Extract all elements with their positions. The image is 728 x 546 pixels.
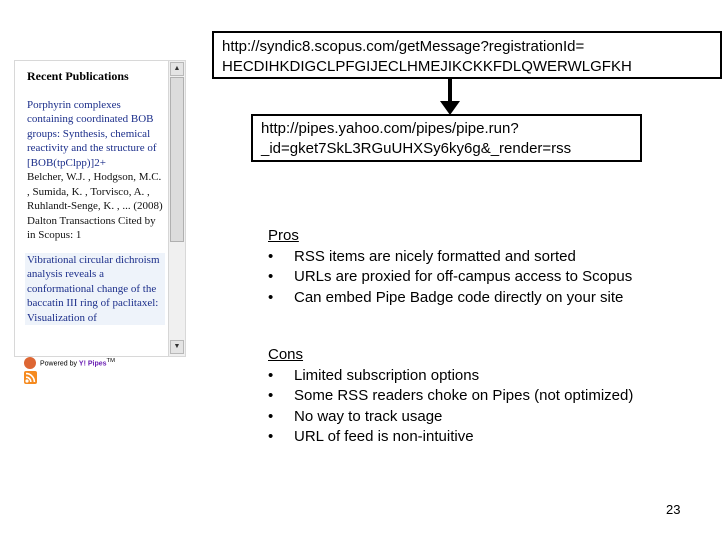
down-arrow-icon — [440, 79, 460, 115]
list-item: • Can embed Pipe Badge code directly on y… — [268, 288, 674, 309]
cons-item-text: Some RSS readers choke on Pipes (not opt… — [294, 387, 634, 404]
scroll-down-button[interactable]: ▼ — [170, 340, 184, 354]
pros-item-text: URLs are proxied for off-campus access t… — [294, 268, 633, 285]
list-item[interactable]: Vibrational circular dichroism analysis … — [25, 252, 165, 325]
scroll-up-button[interactable]: ▲ — [170, 62, 184, 76]
list-item: • URLs are proxied for off-campus access … — [268, 267, 674, 288]
bullet-icon: • — [268, 288, 274, 306]
list-item: • Limited subscription options — [268, 366, 633, 387]
pipes-logo-icon — [24, 357, 36, 369]
pros-item-text: Can embed Pipe Badge code directly on yo… — [294, 288, 624, 306]
badge-powered-by: Powered by — [40, 360, 77, 368]
url-line: http://syndic8.scopus.com/getMessage?reg… — [222, 38, 585, 55]
scopus-feed-url-box: http://syndic8.scopus.com/getMessage?reg… — [212, 31, 722, 79]
list-item[interactable]: Porphyrin complexes containing coordinat… — [27, 98, 165, 243]
badge-brand: Y! Pipes — [78, 360, 107, 368]
widget-content: Recent Publications Porphyrin complexes … — [15, 61, 165, 356]
list-item: • Some RSS readers choke on Pipes (not op… — [268, 386, 633, 407]
url-line: HECDIHKDIGCLPFGIJECLHMEJIKCKKFDLQWERWLGF… — [222, 58, 632, 75]
pipes-feed-url-box: http://pipes.yahoo.com/pipes/pipe.run? _… — [251, 114, 642, 162]
recent-publications-widget: Recent Publications Porphyrin complexes … — [14, 60, 186, 357]
cons-item-text: No way to track usage — [294, 407, 443, 425]
list-item: • No way to track usage — [268, 407, 633, 428]
bullet-icon: • — [268, 247, 274, 265]
widget-scrollbar[interactable]: ▲ ▼ — [168, 61, 185, 356]
publication-meta: Belcher, W.J. , Hodgson, M.C. , Sumida, … — [27, 171, 163, 241]
list-item: • URL of feed is non-intuitive — [268, 427, 633, 448]
pros-title: Pros — [268, 227, 299, 244]
pros-item-text: RSS items are nicely formatted and sorte… — [294, 247, 576, 265]
cons-item-text: URL of feed is non-intuitive — [294, 428, 474, 445]
bullet-icon: • — [268, 268, 274, 285]
cons-item-text: Limited subscription options — [294, 366, 480, 384]
badge-text: Powered by Y! PipesTM — [40, 358, 115, 367]
list-item: • RSS items are nicely formatted and sort… — [268, 247, 674, 268]
pros-section: Pros • RSS items are nicely formatted and… — [268, 226, 674, 308]
bullet-icon: • — [268, 387, 274, 404]
widget-heading: Recent Publications — [27, 69, 129, 83]
publication-title-link[interactable]: Vibrational circular dichroism analysis … — [27, 253, 160, 324]
rss-icon[interactable] — [24, 371, 37, 384]
page-number: 23 — [666, 502, 681, 517]
pipes-badge[interactable]: Powered by Y! PipesTM — [24, 357, 115, 369]
url-line: http://pipes.yahoo.com/pipes/pipe.run? — [261, 120, 519, 137]
scroll-thumb[interactable] — [170, 77, 184, 242]
cons-section: Cons • Limited subscription options • Some… — [268, 345, 633, 448]
cons-title: Cons — [268, 346, 304, 363]
bullet-icon: • — [268, 366, 274, 384]
url-line: _id=gket7SkL3RGuUHXSy6ky6g&_render=rss — [261, 140, 572, 157]
bullet-icon: • — [268, 428, 274, 445]
bullet-icon: • — [268, 407, 274, 425]
publication-title-link[interactable]: Porphyrin complexes containing coordinat… — [27, 98, 157, 169]
badge-tm: TM — [106, 358, 115, 365]
